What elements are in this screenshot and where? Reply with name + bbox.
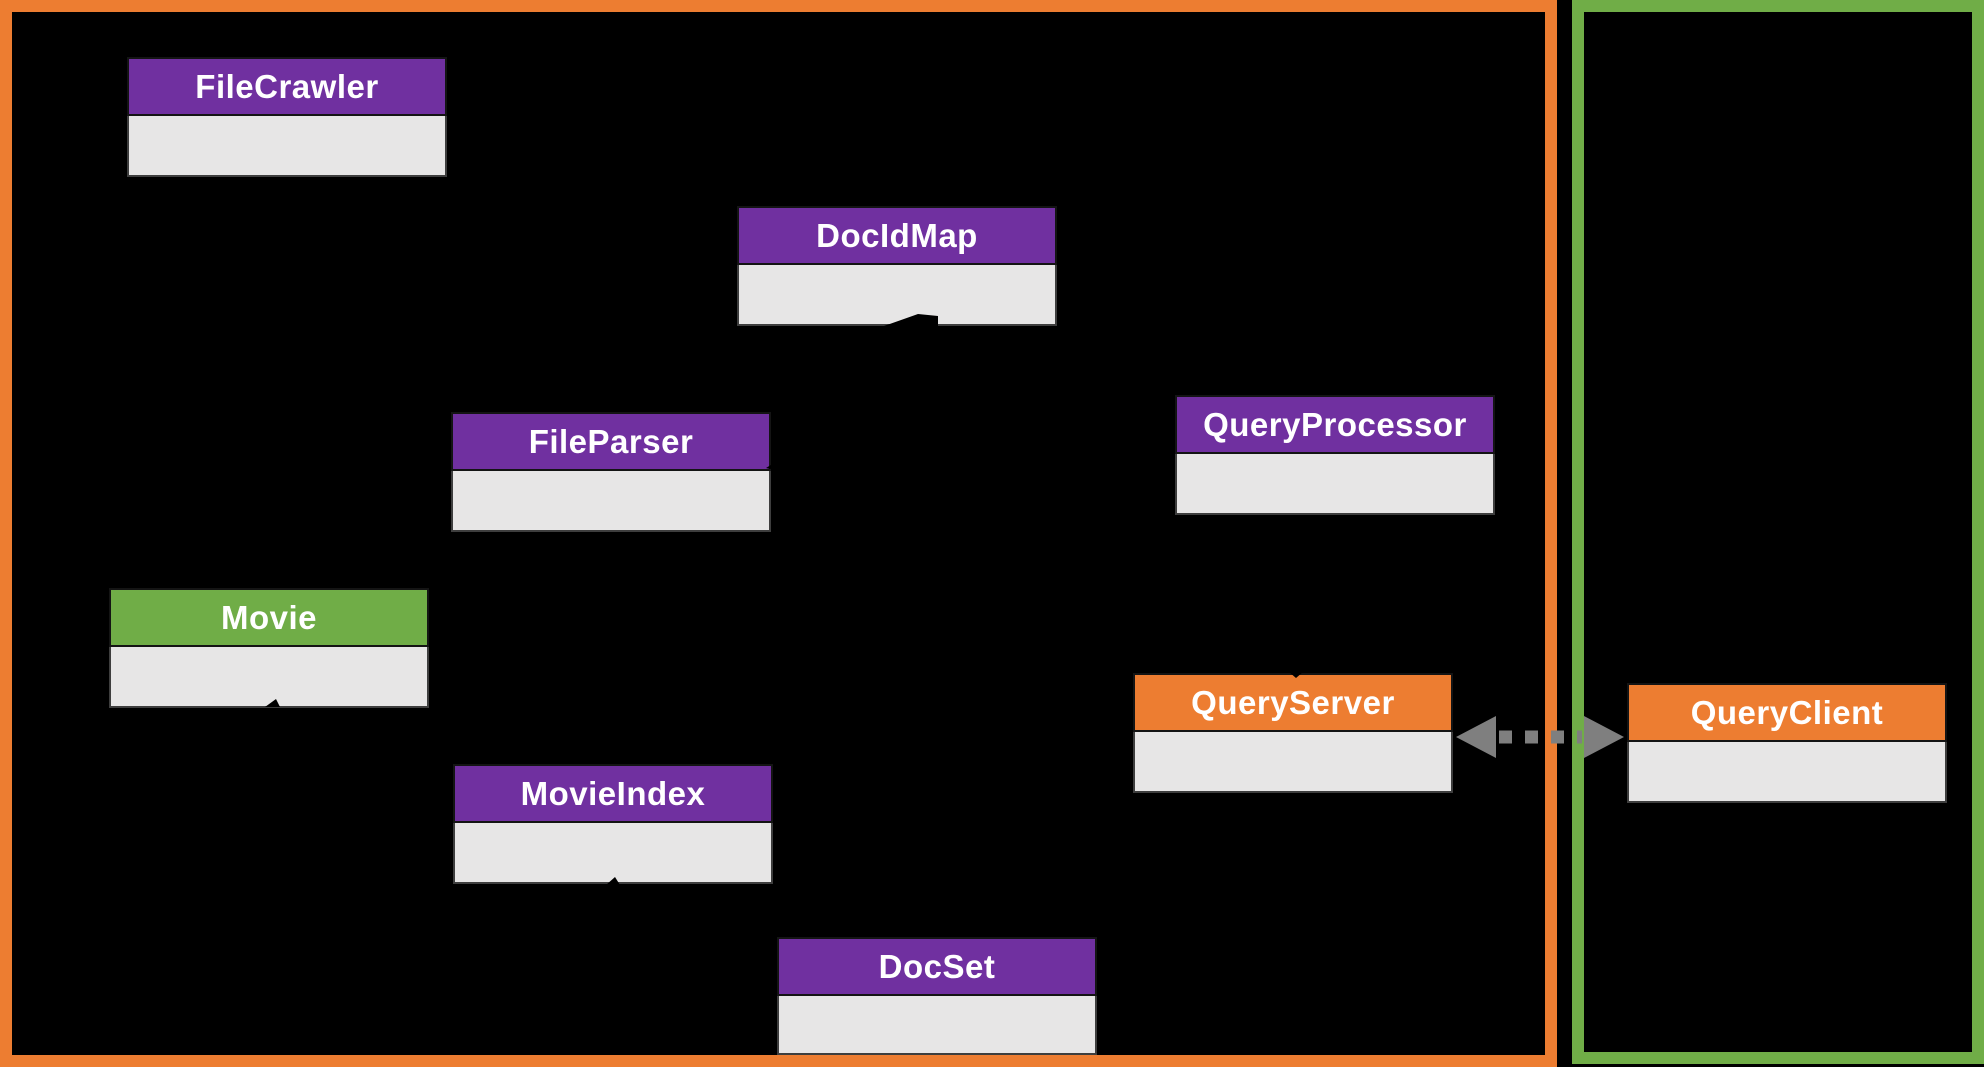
class-box-header: DocSet (777, 937, 1097, 996)
class-box-movie: Movie (109, 588, 429, 708)
class-box-header: Movie (109, 588, 429, 647)
class-box-body (1175, 454, 1495, 515)
class-box-label: DocSet (878, 947, 996, 985)
class-box-header: QueryClient (1627, 683, 1947, 742)
class-box-label: DocIdMap (816, 216, 978, 254)
class-box-filecrawler: FileCrawler (127, 57, 447, 177)
class-box-body (451, 471, 771, 532)
class-box-body (1133, 732, 1453, 793)
class-box-label: QueryClient (1690, 693, 1884, 731)
class-box-body (109, 647, 429, 708)
class-box-label: QueryProcessor (1203, 405, 1467, 443)
class-box-body (777, 996, 1097, 1055)
class-box-docidmap: DocIdMap (737, 206, 1057, 326)
class-box-header: QueryServer (1133, 673, 1453, 732)
class-box-body (453, 823, 773, 884)
client-group-frame (1572, 0, 1984, 1064)
class-box-docset: DocSet (777, 937, 1097, 1055)
class-box-queryclient: QueryClient (1627, 683, 1947, 803)
class-box-body (1627, 742, 1947, 803)
class-box-header: QueryProcessor (1175, 395, 1495, 454)
class-box-movieindex: MovieIndex (453, 764, 773, 884)
class-box-label: QueryServer (1191, 683, 1395, 721)
class-box-header: MovieIndex (453, 764, 773, 823)
class-box-header: DocIdMap (737, 206, 1057, 265)
class-box-fileparser: FileParser (451, 412, 771, 532)
class-box-label: MovieIndex (520, 774, 706, 812)
class-box-queryprocessor: QueryProcessor (1175, 395, 1495, 515)
class-box-queryserver: QueryServer (1133, 673, 1453, 793)
class-box-body (127, 116, 447, 177)
class-box-header: FileParser (451, 412, 771, 471)
class-box-label: FileParser (528, 422, 694, 460)
indexer-group-frame (0, 0, 1557, 1067)
class-box-header: FileCrawler (127, 57, 447, 116)
class-box-label: FileCrawler (195, 67, 379, 105)
class-box-label: Movie (220, 598, 318, 636)
